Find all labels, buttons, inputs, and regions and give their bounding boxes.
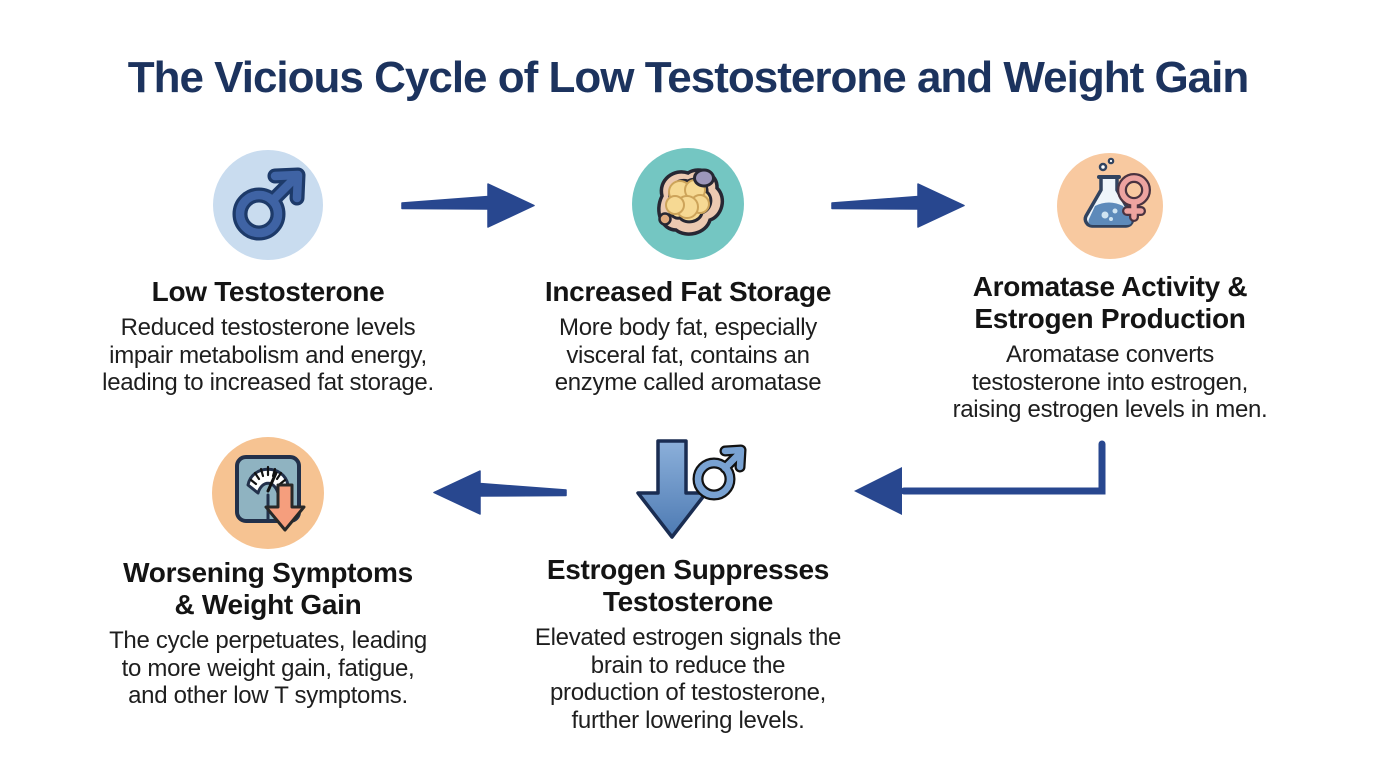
flask-female-symbol-icon: [906, 153, 1314, 259]
node-title: Low Testosterone: [151, 276, 385, 307]
node-description: Elevated estrogen signals the brain to r…: [534, 624, 842, 734]
node-low-testosterone: Low Testosterone Reduced testosterone le…: [88, 150, 448, 397]
node-estrogen-suppresses-testosterone: Estrogen Suppresses Testosterone Elevate…: [493, 438, 883, 734]
flow-arrow-elbow-down-left: [850, 438, 1112, 525]
male-symbol-icon: [88, 150, 448, 260]
node-description: Reduced testosterone levels impair metab…: [102, 314, 434, 396]
fat-cell-icon: [508, 148, 868, 260]
node-worsening-symptoms: Worsening Symptoms & Weight Gain The cyc…: [73, 437, 463, 710]
weight-scale-down-arrow-icon: [73, 437, 463, 549]
node-description: Aromatase converts testosterone into est…: [952, 341, 1268, 423]
page-title: The Vicious Cycle of Low Testosterone an…: [127, 53, 1250, 102]
node-increased-fat-storage: Increased Fat Storage More body fat, esp…: [508, 148, 868, 397]
node-title: Estrogen Suppresses Testosterone: [546, 554, 830, 617]
flow-arrow-right-2: [830, 179, 966, 237]
node-aromatase-estrogen: Aromatase Activity & Estrogen Production…: [906, 153, 1314, 424]
flow-arrow-right-1: [400, 179, 536, 237]
flow-arrow-left: [432, 466, 568, 524]
node-title: Increased Fat Storage: [544, 276, 832, 307]
down-arrow-male-symbol-icon: [493, 438, 883, 544]
node-description: More body fat, especially visceral fat, …: [554, 314, 822, 396]
node-description: The cycle perpetuates, leading to more w…: [109, 627, 427, 709]
node-title: Worsening Symptoms & Weight Gain: [123, 557, 413, 620]
node-title: Aromatase Activity & Estrogen Production: [972, 271, 1248, 334]
